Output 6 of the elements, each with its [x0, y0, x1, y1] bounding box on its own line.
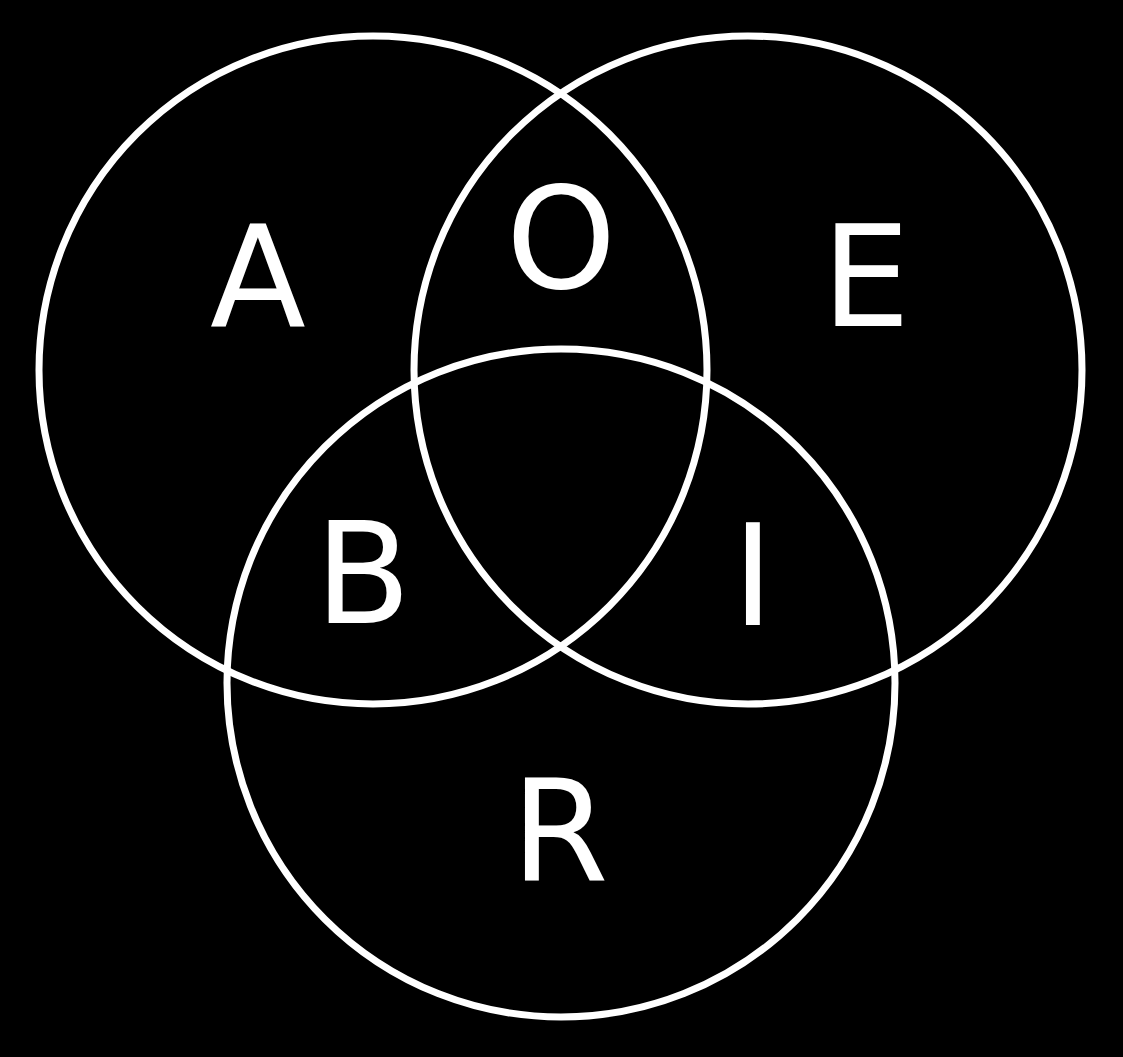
intersection-letter: B	[315, 505, 411, 645]
set-letter: A	[210, 208, 306, 348]
set-letter: E	[821, 208, 911, 348]
set-letter: R	[511, 762, 609, 902]
intersection-letter: O	[505, 170, 617, 310]
intersection-letter: I	[732, 507, 774, 647]
